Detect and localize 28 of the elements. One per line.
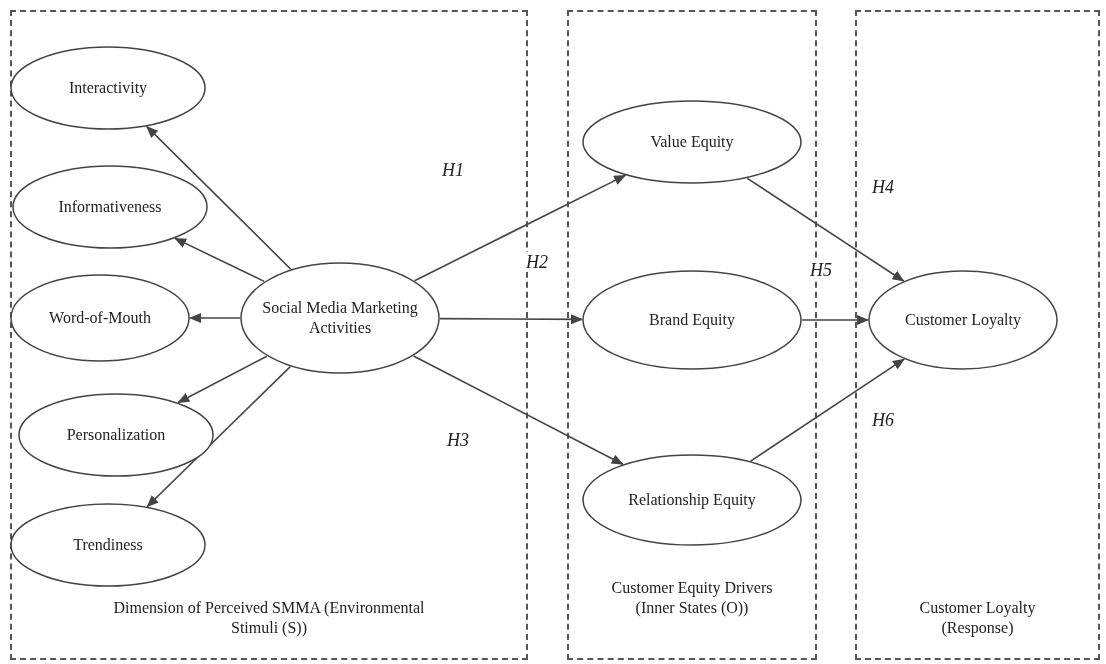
ellipse-node: Personalization: [18, 393, 214, 477]
arrow: [146, 125, 292, 270]
arrow: [749, 358, 905, 462]
dashed-group-box: [10, 10, 528, 660]
ellipse-node: Informativeness: [12, 165, 208, 249]
arrow: [746, 177, 905, 282]
ellipse-node: Customer Loyalty: [868, 270, 1058, 370]
arrow: [174, 237, 265, 283]
ellipse-node: Brand Equity: [582, 270, 802, 370]
arrow: [177, 355, 268, 404]
ellipse-node: Interactivity: [10, 46, 206, 130]
group-title: Customer Loyalty (Response): [918, 598, 1037, 638]
arrow: [146, 365, 292, 508]
arrow: [412, 355, 624, 465]
dashed-group-box: [855, 10, 1100, 660]
ellipse-node: Social Media Marketing Activities: [240, 262, 440, 374]
edge-label: H2: [524, 252, 550, 272]
group-title: Customer Equity Drivers (Inner States (O)): [610, 578, 774, 618]
arrow: [189, 313, 241, 323]
arrow: [413, 174, 627, 282]
arrow: [439, 314, 583, 325]
arrow: [801, 315, 869, 325]
ellipse-node: Word-of-Mouth: [10, 274, 190, 362]
ellipse-node: Relationship Equity: [582, 454, 802, 546]
edge-label: H5: [808, 260, 834, 280]
group-title: Dimension of Perceived SMMA (Environmental Stimuli (S)): [112, 598, 426, 638]
ellipse-node: Trendiness: [10, 503, 206, 587]
ellipse-node: Value Equity: [582, 100, 802, 184]
